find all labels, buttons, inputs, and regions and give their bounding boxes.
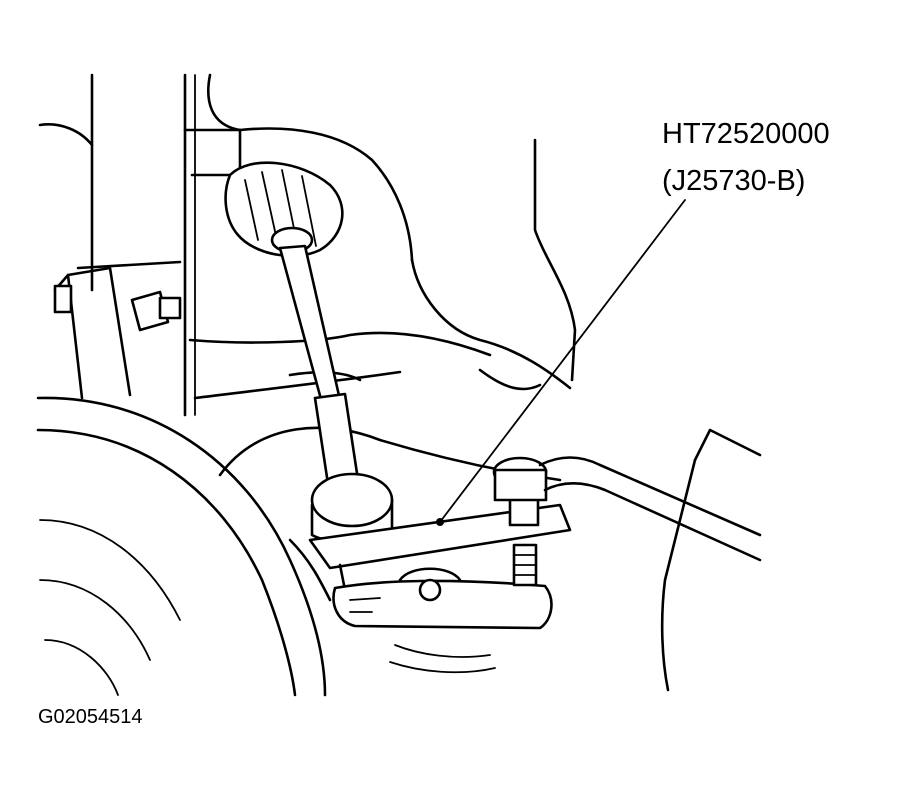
control-arm xyxy=(288,428,762,692)
strut-assembly xyxy=(53,73,242,417)
ball-joint-puller xyxy=(308,456,762,630)
figure-id-label: G02054514 xyxy=(38,706,143,728)
tire xyxy=(36,396,327,697)
callout-leader-line xyxy=(439,199,686,523)
callout-leader-dot xyxy=(436,518,444,526)
tool-handle xyxy=(224,161,394,544)
alt-tool-number-label: (J25730-B) xyxy=(662,165,805,197)
tool-number-label: HT72520000 xyxy=(662,118,830,150)
